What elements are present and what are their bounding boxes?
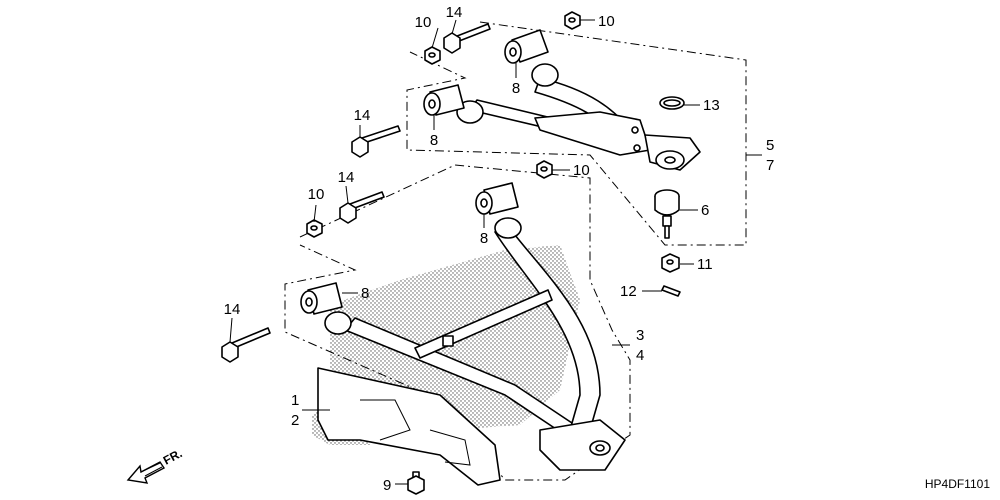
bolt-lower-rear [339,191,385,224]
callout-14-upper-rear: 14 [446,4,463,21]
bolt-upper-front [351,125,401,158]
callout-7: 7 [766,157,774,174]
nut-upper-left [424,46,441,65]
callout-8-lower-rear: 8 [480,230,488,247]
callout-10-upper-rear: 10 [598,13,615,30]
callout-14-upper-front: 14 [354,107,371,124]
nut-lower-rear [536,160,553,179]
nut-upper-rear [564,11,581,30]
callout-10-upper-left: 10 [415,14,432,31]
callout-10-lower-rear: 10 [573,162,590,179]
callout-14-lower-rear: 14 [338,169,355,186]
front-direction-arrow [126,461,166,484]
callout-8-lower-front: 8 [361,285,369,302]
ball-joint [654,189,680,239]
upper-arm [456,63,701,171]
castle-nut [661,253,680,273]
bolt-upper-rear [443,23,491,54]
bushing-upper-rear [504,29,549,64]
callout-12: 12 [620,283,637,300]
lower-arm [324,217,626,471]
callout-10-lower-left: 10 [308,186,325,203]
callout-1: 1 [291,392,299,409]
callout-6: 6 [701,202,709,219]
callout-3: 3 [636,327,644,344]
bushing-lower-front [300,282,343,315]
diagram-code: HP4DF1101 [925,477,990,491]
callout-9: 9 [383,477,391,494]
upper-arm-group-outline [406,21,747,246]
callout-5: 5 [766,137,774,154]
callout-8-upper-rear: 8 [512,80,520,97]
bolt-lower-front [221,327,271,363]
callout-2: 2 [291,412,299,429]
leader-lines [229,19,762,485]
callout-11: 11 [697,256,713,273]
callout-8-upper-front: 8 [430,132,438,149]
guard-bolt [407,471,425,495]
bushing-lower-rear [475,182,519,215]
direction-label: FR. [161,446,185,467]
nut-lower-left [306,219,323,238]
callout-4: 4 [636,347,644,364]
callout-14-lower-front: 14 [224,301,241,318]
bushing-upper-front [423,84,465,116]
circlip [659,96,685,110]
front-arm-guard [317,367,501,486]
callout-13: 13 [703,97,720,114]
cotter-pin [661,285,681,297]
